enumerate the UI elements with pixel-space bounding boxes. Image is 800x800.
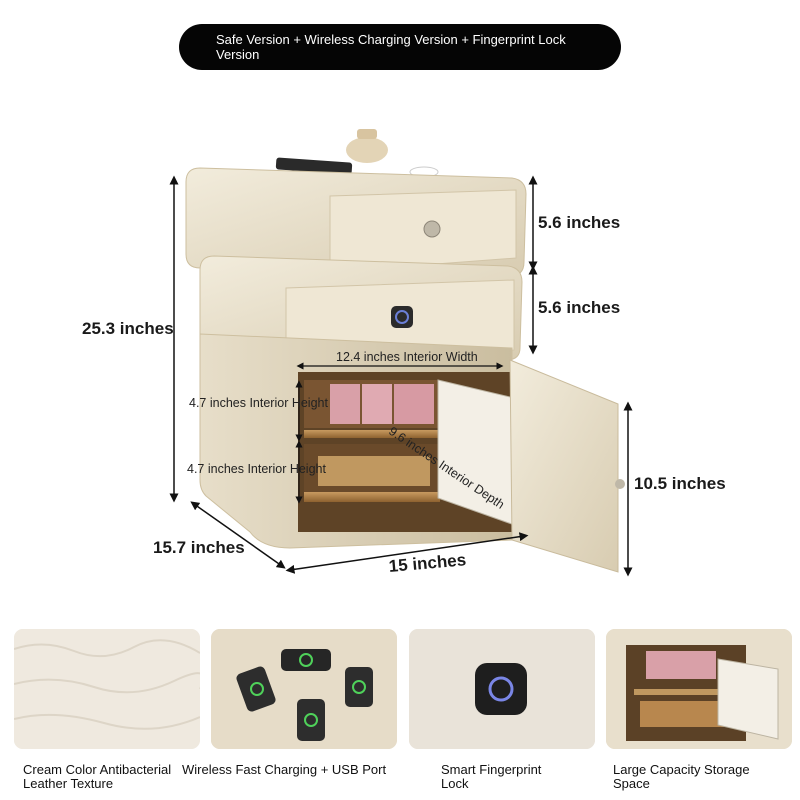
interior-height-upper-label: 4.7 inches Interior Height [189,396,328,410]
feature-caption-leather: Cream Color Antibacterial Leather Textur… [23,762,172,791]
total-height-label: 25.3 inches [82,319,174,338]
middle-drawer-height-label: 5.6 inches [538,298,621,317]
phone-on-top [275,157,353,175]
version-banner: Safe Version + Wireless Charging Version… [179,24,621,70]
leather-texture-icon [14,629,200,749]
cabinet-height-label: 10.5 inches [634,474,726,493]
safe-storage-icon [606,629,792,749]
feature-row: Cream Color Antibacterial Leather Textur… [0,629,800,799]
depth-label: 15.7 inches [153,538,245,557]
feature-caption-storage: Large Capacity Storage Space [613,762,750,791]
top-drawer [185,167,527,277]
wireless-charging-icon [211,629,397,749]
cabinet-door [509,359,625,573]
vase-on-top [346,129,388,163]
feature-caption-charging: Wireless Fast Charging + USB Port [182,762,387,777]
version-text: Safe Version + Wireless Charging Version… [216,32,566,62]
feature-caption-fingerprint: Smart Fingerprint Lock [441,762,542,791]
fingerprint-lock-icon [409,629,595,749]
interior-width-label: 12.4 inches Interior Width [336,350,478,364]
middle-drawer [199,255,523,361]
interior-height-lower-label: 4.7 inches Interior Height [187,462,326,476]
jewelry-box [318,456,430,486]
nightstand-illustration [169,129,633,577]
top-drawer-height-label: 5.6 inches [538,213,621,232]
cash-stacks [330,384,434,424]
